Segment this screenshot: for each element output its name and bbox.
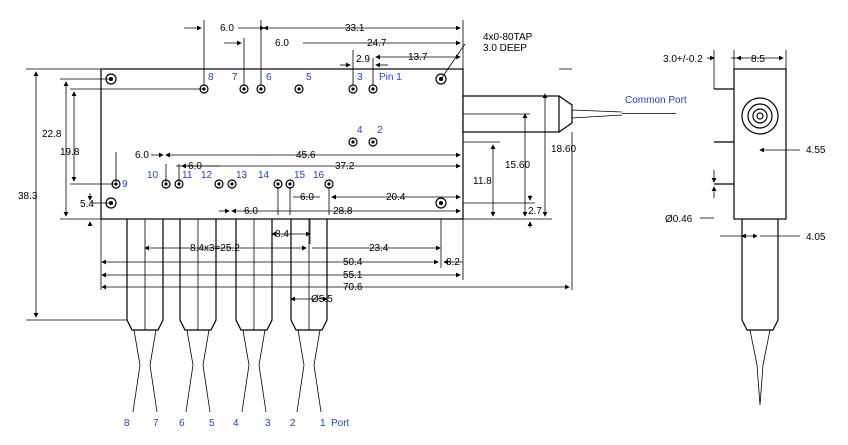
dim-38-3: 38.3 (18, 191, 38, 202)
fiber-label-1: 1 (320, 418, 326, 429)
pin-label-9: 9 (122, 179, 128, 190)
dim-20-4: 20.4 (386, 192, 406, 203)
dim-19-8: 19.8 (60, 147, 80, 158)
dim-24-7: 24.7 (367, 38, 387, 49)
pin-label-4: 4 (357, 125, 363, 136)
bottom-dimensions (100, 132, 573, 330)
fiber-label-3: 3 (265, 418, 271, 429)
pin-label-13: 13 (236, 170, 248, 181)
inner-dimensions (115, 152, 464, 215)
dim-45-6: 45.6 (296, 150, 316, 161)
common-port-label: Common Port (625, 95, 687, 106)
side-body (733, 68, 787, 220)
dim-5-4: 5.4 (80, 199, 94, 210)
pin-label-14: 14 (258, 170, 270, 181)
top-dimensions (184, 20, 466, 85)
dim-2-9: 2.9 (356, 54, 370, 65)
tap-label-line1: 4x0-80TAP (483, 32, 533, 43)
dim-6-0-top: 6.0 (220, 23, 234, 34)
dim-6-0-mid: 6.0 (275, 38, 289, 49)
dim-3-0: 3.0+/-0.2 (663, 54, 703, 65)
dim-37-2: 37.2 (335, 161, 355, 172)
dim-33-1: 33.1 (345, 23, 365, 34)
dim-6-0-row2: 6.0 (188, 161, 202, 172)
dim-70-6: 70.6 (343, 282, 363, 293)
dim-55-1: 55.1 (343, 270, 363, 281)
port-label: Port (331, 418, 350, 429)
pin-label-5: 5 (306, 72, 312, 83)
pin-label-3: 3 (357, 72, 363, 83)
dim-4-05: 4.05 (806, 232, 826, 243)
fiber-label-7: 7 (153, 418, 159, 429)
pin-label-15: 15 (294, 170, 306, 181)
fiber-label-8: 8 (124, 418, 130, 429)
dim-5-5: Ø5.5 (311, 294, 333, 305)
module-body (100, 68, 464, 220)
pin-label-11: 11 (182, 170, 193, 181)
pin1-label: Pin 1 (379, 72, 402, 83)
dim-0-46: Ø0.46 (665, 214, 693, 225)
dim-6-0-low: 6.0 (244, 206, 258, 217)
dim-23-4: 23.4 (369, 243, 389, 254)
dim-6-0-row1: 6.0 (135, 150, 149, 161)
dim-8-4: 8.4 (275, 229, 289, 240)
dim-22-8: 22.8 (42, 129, 62, 140)
dim-6-0-row3: 6.0 (300, 192, 314, 203)
dim-8-5: 8.5 (751, 54, 765, 65)
dim-50-4: 50.4 (343, 257, 363, 268)
side-view (700, 50, 800, 406)
fiber-label-5: 5 (209, 418, 215, 429)
dim-28-8: 28.8 (333, 206, 353, 217)
tap-label-line2: 3.0 DEEP (483, 43, 527, 54)
pin-label-10: 10 (147, 170, 159, 181)
pin-label-7: 7 (232, 72, 238, 83)
dim-15-60: 15.60 (505, 160, 530, 171)
right-front-dimensions (463, 68, 572, 228)
front-view: 8 7 6 5 3 Pin 1 4 2 9 10 11 12 13 14 15 (18, 20, 687, 429)
pin-label-2: 2 (377, 125, 383, 136)
middle-pins (348, 137, 378, 147)
dim-2-7: 2.7 (528, 206, 542, 217)
dim-4-55: 4.55 (806, 145, 826, 156)
pin-label-6: 6 (266, 72, 272, 83)
fiber-label-6: 6 (179, 418, 185, 429)
dim-13-7: 13.7 (408, 52, 428, 63)
pin-label-16: 16 (313, 170, 325, 181)
fiber-label-2: 2 (290, 418, 296, 429)
dim-3-2: 3.2 (446, 257, 460, 268)
dim-8-4x3: 8.4x3=25.2 (190, 243, 240, 254)
pin-label-8: 8 (208, 72, 214, 83)
pin-label-12: 12 (201, 170, 213, 181)
dim-18-60: 18.60 (551, 144, 576, 155)
left-dimensions (26, 68, 204, 321)
fiber-label-4: 4 (233, 418, 239, 429)
dim-11-8: 11.8 (473, 176, 492, 187)
